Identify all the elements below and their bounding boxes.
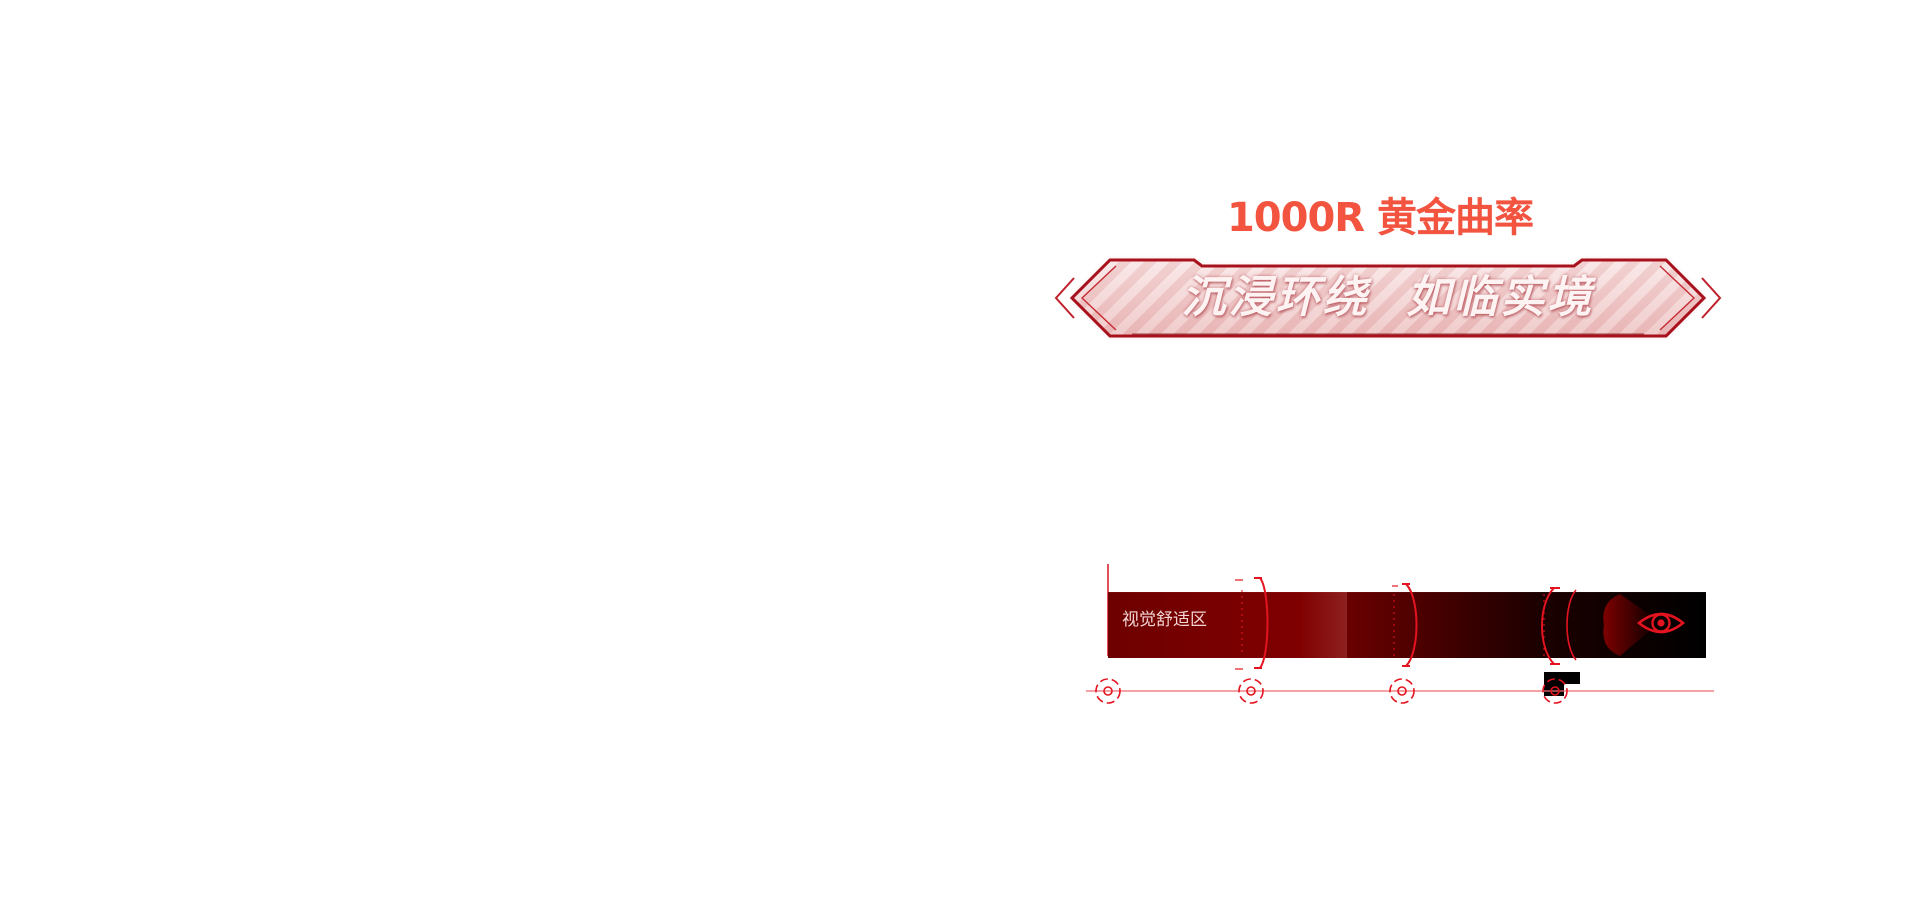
- comfort-zone-diagram: 视觉舒适区: [1080, 560, 1720, 710]
- vision-cone: [1603, 594, 1660, 656]
- target-marker-icon: [1389, 678, 1415, 704]
- target-marker-icon: [1095, 678, 1121, 704]
- slogan-banner: 沉浸环绕 如临实境: [1052, 252, 1724, 344]
- comfort-zone-label: 视觉舒适区: [1122, 610, 1207, 630]
- comfort-zone-graphic: [1086, 564, 1714, 704]
- curvature-bracket-2: [1392, 583, 1418, 667]
- curvature-headline: 1000R 黄金曲率: [1226, 195, 1534, 241]
- target-marker-icon: [1238, 678, 1264, 704]
- banner-slogan: 沉浸环绕 如临实境: [1181, 272, 1595, 323]
- curvature-bracket-1: [1235, 577, 1269, 670]
- eye-icon: [1636, 612, 1686, 634]
- target-marker-icon: [1542, 678, 1568, 704]
- banner-frame: [1054, 258, 1722, 338]
- curvature-bracket-3: [1541, 587, 1577, 665]
